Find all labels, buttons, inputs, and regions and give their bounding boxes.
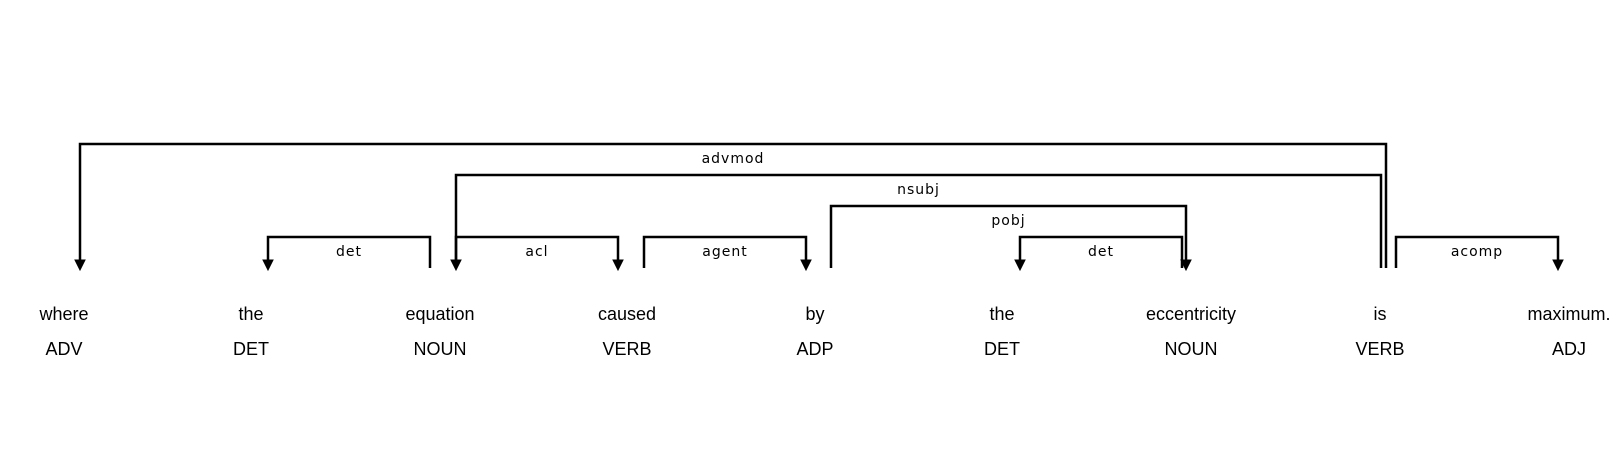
arc-label: advmod [702, 151, 765, 167]
token-pos-tag: DET [233, 339, 269, 359]
arrowhead-icon [262, 259, 274, 272]
token-word: is [1374, 304, 1387, 324]
arrowhead-icon [612, 259, 624, 272]
arc-line [454, 173, 1383, 268]
arc-line [454, 235, 620, 268]
arc-label: agent [702, 244, 747, 260]
arc-line [829, 204, 1188, 268]
arc-pobj: pobj [829, 204, 1192, 272]
arc-acl: acl [454, 235, 624, 272]
token-pos-tag: NOUN [1165, 339, 1218, 359]
arc-det-2: det [1014, 235, 1184, 272]
arrowhead-icon [74, 259, 86, 272]
arc-line [642, 235, 808, 268]
arc-label: acl [525, 244, 548, 260]
arc-label: det [1088, 244, 1114, 260]
token-word: eccentricity [1146, 304, 1236, 324]
token-pos-tag: ADV [45, 339, 82, 359]
token: maximum. ADJ [1527, 304, 1610, 359]
arc-nsubj: nsubj [450, 173, 1383, 272]
token-word: the [238, 304, 263, 324]
arc-line [78, 142, 1388, 268]
arc-agent: agent [642, 235, 812, 272]
token-pos-tag: VERB [602, 339, 651, 359]
arcs-layer: advmod nsubj pobj det acl agent det acomp [74, 142, 1564, 272]
token-word: the [989, 304, 1014, 324]
token-word: caused [598, 304, 656, 324]
token-pos-tag: ADJ [1552, 339, 1586, 359]
arc-label: det [336, 244, 362, 260]
token-word: by [805, 304, 824, 324]
arc-advmod: advmod [74, 142, 1388, 272]
arc-line [1018, 235, 1184, 268]
token-pos-tag: NOUN [414, 339, 467, 359]
arrowhead-icon [1552, 259, 1564, 272]
token-word: equation [405, 304, 474, 324]
arrowhead-icon [800, 259, 812, 272]
arc-label: nsubj [897, 182, 940, 198]
arc-acomp: acomp [1394, 235, 1564, 272]
arrowhead-icon [1180, 259, 1192, 272]
token-pos-tag: ADP [796, 339, 833, 359]
arc-label: acomp [1451, 244, 1503, 260]
arc-label: pobj [991, 213, 1025, 229]
token-word: maximum. [1527, 304, 1610, 324]
arrowhead-icon [1014, 259, 1026, 272]
arc-line [266, 235, 432, 268]
token-pos-tag: DET [984, 339, 1020, 359]
arc-line [1394, 235, 1560, 268]
token-pos-tag: VERB [1355, 339, 1404, 359]
token-word: where [38, 304, 88, 324]
arc-det-1: det [262, 235, 432, 272]
